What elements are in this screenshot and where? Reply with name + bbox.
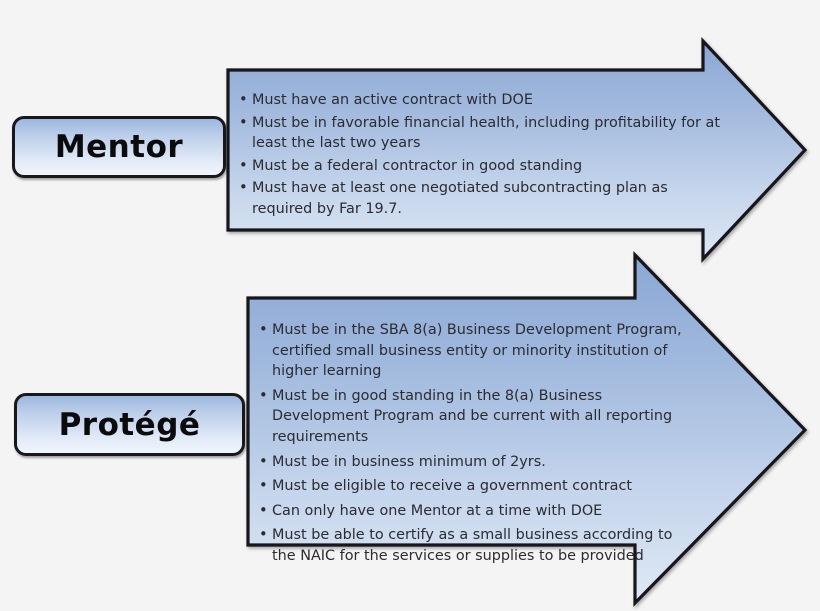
mentor-requirements-list: Must have an active contract with DOE Mu… [239,90,721,222]
list-item: Can only have one Mentor at a time with … [259,501,684,522]
list-item: Must have an active contract with DOE [239,90,721,111]
list-item: Must be in business minimum of 2yrs. [259,452,684,473]
mentor-label-box: Mentor [12,116,226,178]
list-item: Must be in the SBA 8(a) Business Develop… [259,320,684,382]
protege-label-box: Protégé [14,393,245,456]
protege-label-text: Protégé [58,406,201,443]
list-item: Must be in favorable financial health, i… [239,113,721,154]
list-item: Must have at least one negotiated subcon… [239,178,721,219]
protege-requirements-list: Must be in the SBA 8(a) Business Develop… [259,320,684,571]
mentor-label-text: Mentor [54,129,184,165]
list-item: Must be eligible to receive a government… [259,476,684,497]
list-item: Must be able to certify as a small busin… [259,525,684,566]
list-item: Must be a federal contractor in good sta… [239,156,721,177]
list-item: Must be in good standing in the 8(a) Bus… [259,386,684,448]
